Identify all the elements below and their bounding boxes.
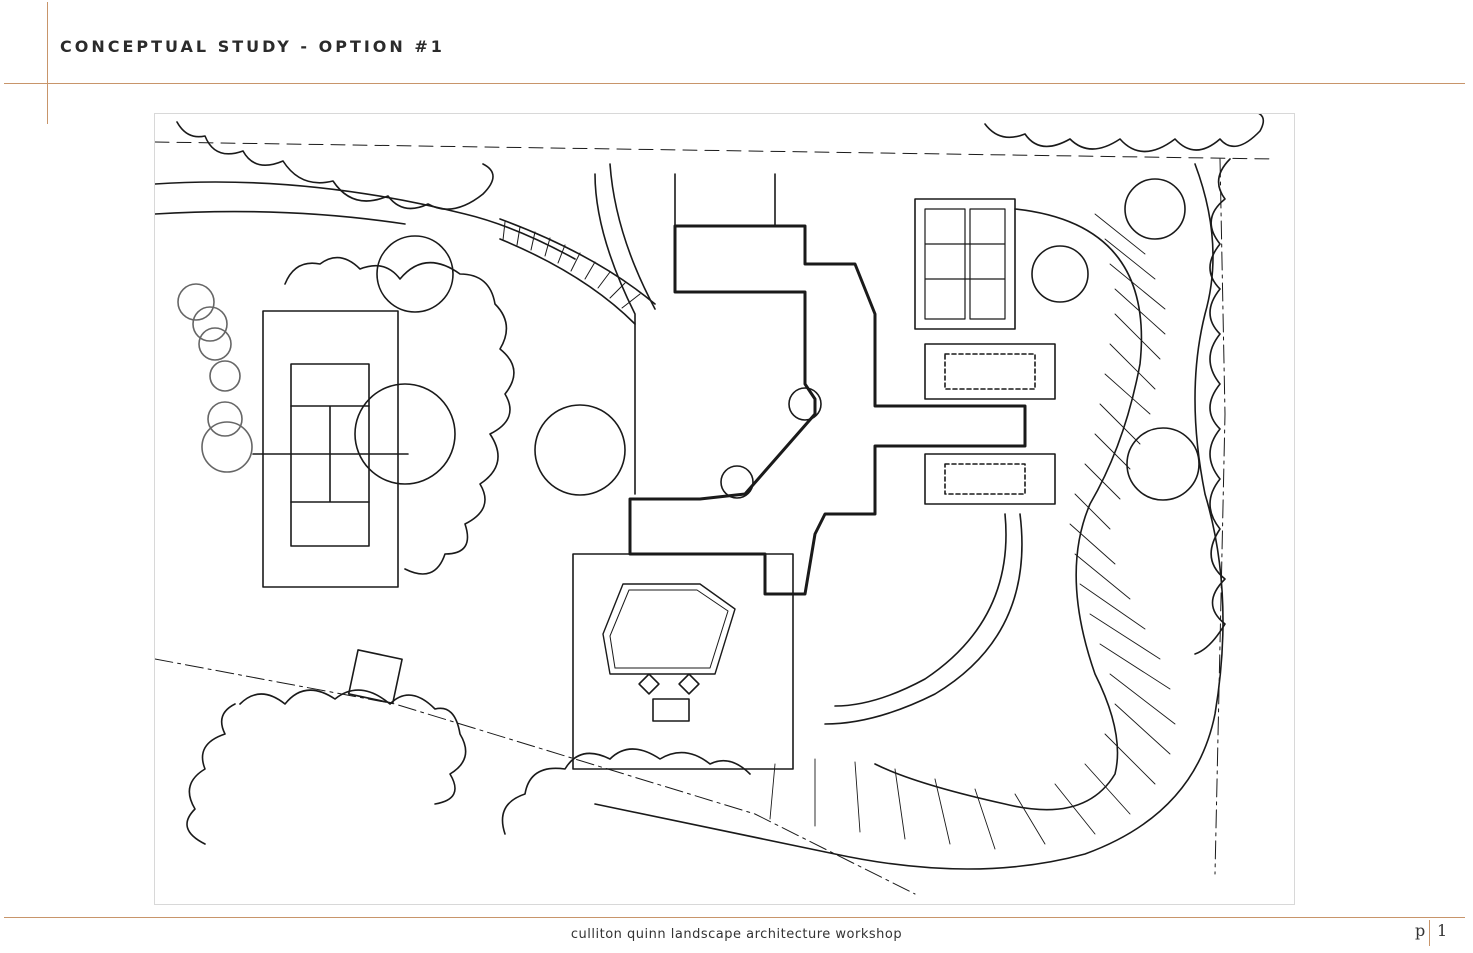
specimen-tree-northeast	[1124, 178, 1186, 240]
tree-left-5	[207, 401, 243, 437]
pool-pavilion-2	[678, 673, 700, 695]
planting-circle-medium	[376, 235, 454, 313]
property-line-right	[1214, 158, 1226, 875]
tree-line-top-right	[984, 114, 1265, 153]
firm-name: culliton quinn landscape architecture wo…	[570, 927, 903, 942]
specimen-tree-east	[1126, 427, 1200, 501]
header-accent-rule	[4, 83, 1465, 84]
meadow-edge	[874, 208, 1143, 811]
tree-line-top	[176, 121, 494, 210]
tennis-court	[262, 310, 399, 588]
parterre-garden	[914, 198, 1016, 330]
courtyard-lower-pattern	[944, 463, 1026, 495]
entry-path-lower	[155, 210, 406, 225]
tennis-court-lines	[290, 363, 370, 547]
shrub-mass-left	[284, 256, 515, 575]
page-title: CONCEPTUAL STUDY - OPTION #1	[60, 37, 445, 56]
property-line-top	[155, 141, 1276, 160]
courtyard-lower	[924, 453, 1056, 505]
arc-walk-hatch	[502, 221, 641, 309]
meadow-hatching	[769, 213, 1176, 850]
tree-line-right	[1194, 158, 1231, 655]
pool-terrace	[572, 553, 794, 770]
specimen-tree-north	[1031, 245, 1089, 303]
shed	[347, 649, 403, 705]
site-plan-svg	[155, 114, 1276, 895]
specimen-tree-court	[788, 387, 822, 421]
site-plan-drawing	[154, 113, 1295, 905]
header-accent-rule-vertical	[47, 2, 48, 124]
arc-wall-left	[594, 173, 636, 495]
east-lawn-drive-inner	[834, 513, 1007, 707]
page-number: 1	[1437, 921, 1448, 940]
east-lawn-drive	[824, 513, 1023, 725]
meadow-outer	[594, 163, 1224, 870]
tree-line-bottom-left	[186, 703, 236, 845]
pool-steps	[652, 698, 690, 722]
tree-line-bottom	[501, 748, 751, 835]
tree-line-lower	[239, 689, 467, 805]
property-line-lower	[155, 658, 916, 895]
tree-left-6	[201, 421, 253, 473]
planting-circle-upper	[534, 404, 626, 496]
tree-left-4	[209, 360, 241, 392]
footer-accent-rule	[4, 917, 1465, 918]
tennis-court-net	[252, 405, 409, 503]
arc-wall-right	[609, 163, 656, 310]
tree-left-3	[198, 327, 232, 361]
specimen-tree-mid	[720, 465, 754, 499]
page-number-separator	[1429, 920, 1430, 946]
entry-path-upper	[155, 181, 576, 260]
pool-pavilion-1	[638, 673, 660, 695]
arc-walk-inner	[499, 238, 636, 325]
courtyard-upper-pattern	[944, 353, 1036, 390]
planting-circle-large	[354, 383, 456, 485]
pool-inner	[609, 589, 729, 669]
page-prefix: p	[1415, 921, 1426, 940]
courtyard-upper	[924, 343, 1056, 400]
arc-walk-outer	[499, 218, 656, 305]
main-building	[628, 224, 1027, 596]
tree-left-2	[192, 306, 228, 342]
building-wing-north	[674, 173, 776, 227]
tree-left-1	[177, 283, 215, 321]
parterre-beds	[924, 208, 1006, 320]
pool	[602, 583, 736, 675]
